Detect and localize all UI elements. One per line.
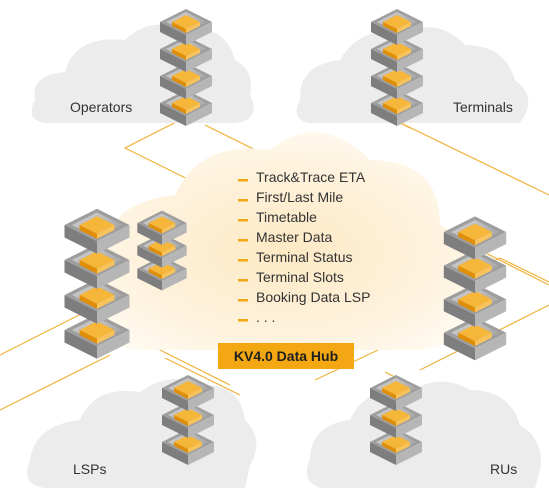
- connection-line: [0, 354, 111, 411]
- node-label-terminals: Terminals: [453, 99, 513, 115]
- cloud-icon: [306, 381, 541, 488]
- bullet-dash-icon: [238, 219, 248, 222]
- node-label-lsps: LSPs: [73, 461, 106, 477]
- node-label-operators: Operators: [70, 99, 132, 115]
- hub-item-list: Track&Trace ETA First/Last MileTimetableM…: [238, 169, 370, 325]
- node-label-rus: RUs: [490, 461, 517, 477]
- hub-list-item: First/Last Mile: [256, 189, 343, 205]
- bullet-dash-icon: [238, 239, 248, 242]
- server-stack-icon: [137, 210, 187, 291]
- bullet-dash-icon: [238, 299, 248, 302]
- bullet-dash-icon: [238, 279, 248, 282]
- bullet-dash-icon: [238, 199, 248, 202]
- hub-list-item: Track&Trace ETA: [256, 169, 366, 185]
- server-stack-icon: [162, 375, 214, 465]
- hub-list-item: Timetable: [256, 209, 317, 225]
- hub-list-item: Terminal Status: [256, 249, 352, 265]
- hub-title-banner: KV4.0 Data Hub: [218, 343, 354, 369]
- connection-line: [0, 311, 86, 356]
- bullet-dash-icon: [238, 179, 248, 182]
- bullet-dash-icon: [238, 259, 248, 262]
- hub-list-item: Terminal Slots: [256, 269, 344, 285]
- cloud-icon: [31, 24, 254, 123]
- hub-list-item: . . .: [256, 309, 275, 325]
- hub-title: KV4.0 Data Hub: [234, 348, 338, 364]
- hub-cloud: [94, 132, 474, 350]
- bullet-dash-icon: [238, 319, 248, 322]
- cloud-icon: [27, 378, 257, 488]
- connection-line: [164, 357, 241, 396]
- hub-list-item: Master Data: [256, 229, 332, 245]
- hub-list-item: Booking Data LSP: [256, 289, 370, 305]
- connection-line: [377, 111, 549, 196]
- server-stack-icon: [370, 375, 422, 465]
